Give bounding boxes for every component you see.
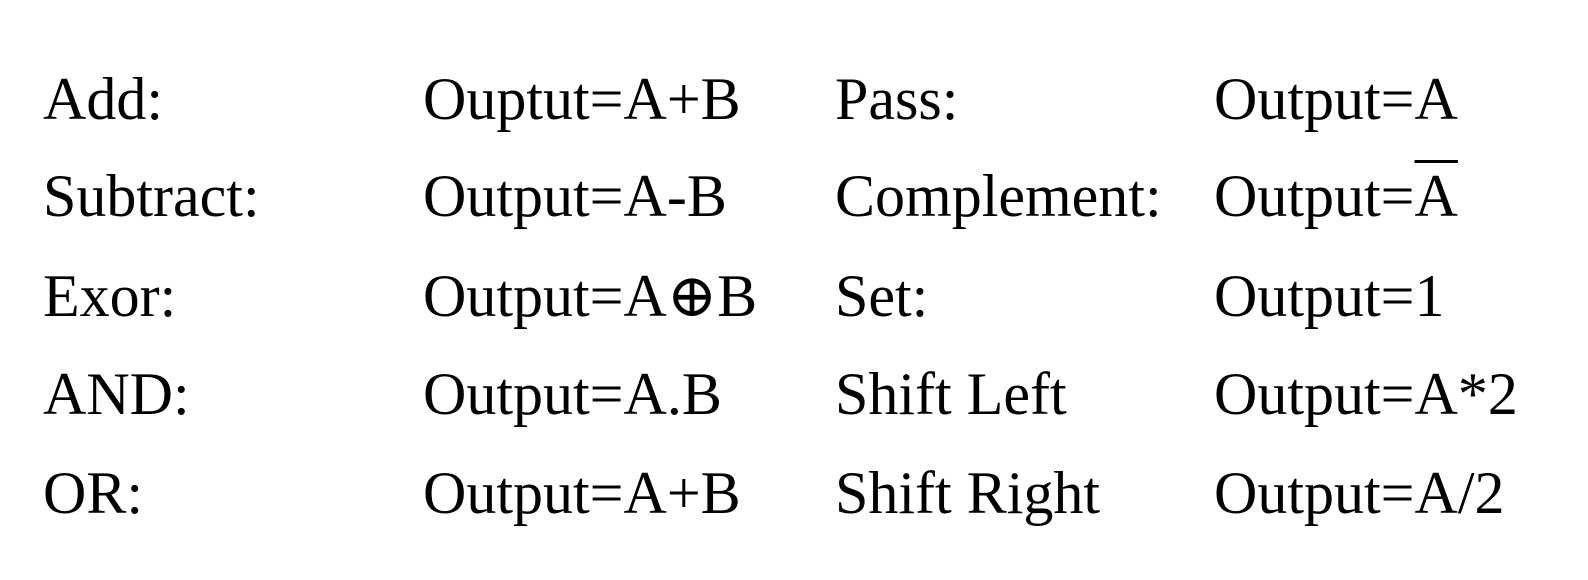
operation-name-add: Add: [43,66,163,132]
operation-expression-set: Output=1 [1214,263,1445,329]
operation-expression-exor: Output=A⊕B [423,263,758,329]
operation-name-shift-right: Shift Right [835,460,1101,526]
operation-name-pass: Pass: [835,66,959,132]
operation-name-or: OR: [43,460,144,526]
operation-expression-subtract: Output=A-B [423,163,727,229]
operation-name-exor: Exor: [43,263,177,329]
complement-variable-overlined: A [1414,163,1458,229]
complement-expression-prefix: Output= [1214,163,1415,229]
operation-name-and: AND: [43,361,190,427]
operation-name-shift-left: Shift Left [835,361,1067,427]
operation-expression-or: Output=A+B [423,460,741,526]
operation-expression-add: Ouptut=A+B [423,66,741,132]
operation-name-set: Set: [835,263,929,329]
operation-expression-shift-left: Output=A*2 [1214,361,1518,427]
operation-expression-pass: Output=A [1214,66,1458,132]
operation-expression-complement: Output=A [1214,166,1458,226]
operation-expression-and: Output=A.B [423,361,722,427]
operation-expression-shift-right: Output=A/2 [1214,460,1505,526]
operation-name-complement: Complement: [835,163,1162,229]
operation-name-subtract: Subtract: [43,163,260,229]
